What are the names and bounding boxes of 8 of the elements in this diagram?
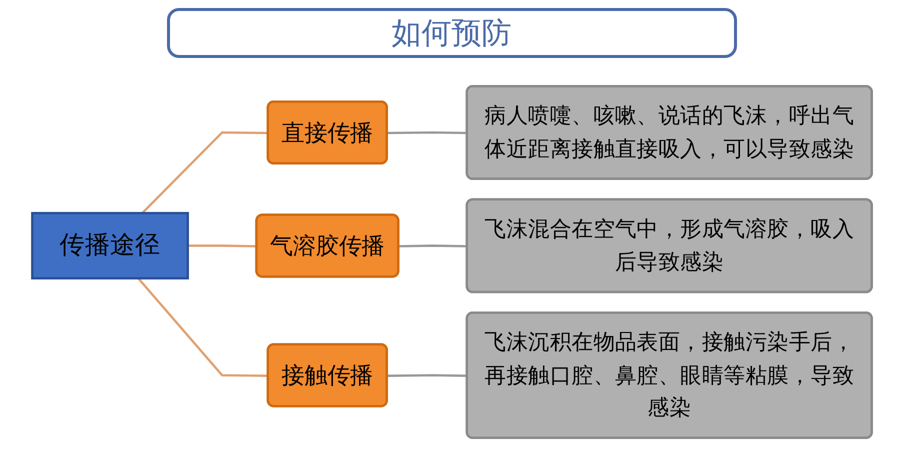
connector [140, 130, 268, 214]
connector [136, 277, 268, 376]
connector [386, 130, 467, 134]
connector [187, 244, 256, 247]
connector [386, 374, 467, 376]
connector [398, 244, 467, 247]
title-banner: 如何预防 [166, 8, 736, 58]
node-box: 传播途径 [30, 211, 188, 279]
